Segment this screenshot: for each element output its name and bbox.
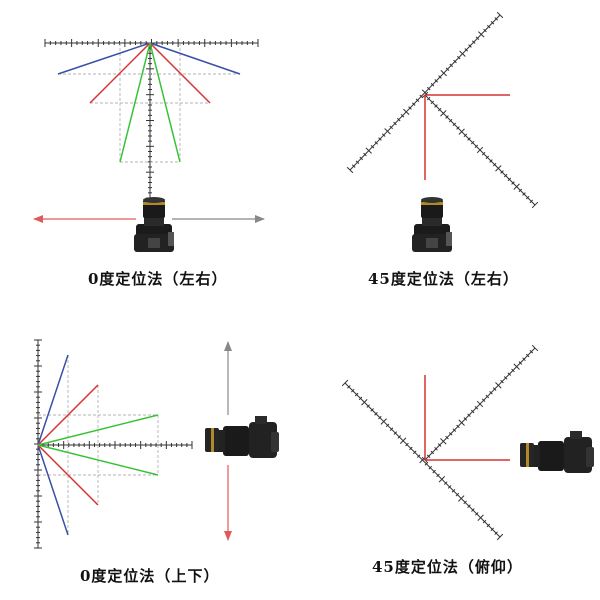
diagonal-ruler-b xyxy=(422,92,538,208)
green-light-line-right xyxy=(150,43,180,162)
camera-icon xyxy=(134,197,174,252)
panel-45-degree-pitch xyxy=(342,345,594,540)
caption-45-pitch: 45度定位法（俯仰） xyxy=(372,556,523,577)
blue-light-line-down xyxy=(38,445,68,535)
panel-zero-degree-left-right xyxy=(34,39,264,252)
caption-45-left-right: 45度定位法（左右） xyxy=(368,268,519,289)
blue-light-line-left xyxy=(58,43,150,74)
blue-light-line-up xyxy=(38,355,68,445)
green-light-line-left xyxy=(120,43,150,162)
guide-lines xyxy=(58,43,240,162)
camera-icon xyxy=(520,431,594,473)
horizontal-ruler xyxy=(38,441,192,449)
panel-45-degree-left-right xyxy=(347,12,538,252)
blue-light-line-right xyxy=(150,43,240,74)
camera-icon xyxy=(412,197,452,252)
caption-zero-left-right: 0度定位法（左右） xyxy=(88,268,227,289)
caption-zero-up-down: 0度定位法（上下） xyxy=(80,565,219,586)
vertical-ruler xyxy=(146,43,154,198)
camera-icon xyxy=(205,416,279,458)
panel-zero-degree-up-down xyxy=(34,340,279,548)
